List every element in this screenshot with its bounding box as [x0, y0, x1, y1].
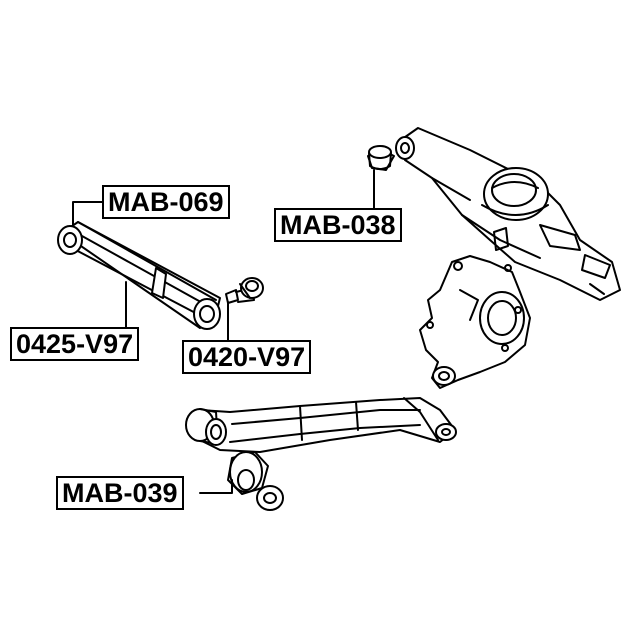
part-label-mab-039: MAB-039 [56, 476, 184, 510]
part-label-mab-069: MAB-069 [102, 185, 230, 219]
leader-mab-069 [72, 201, 103, 227]
lateral-rod [57, 221, 221, 330]
part-label-0420-v97: 0420-V97 [182, 340, 312, 374]
part-label-mab-038: MAB-038 [274, 208, 402, 242]
trailing-arm [395, 127, 621, 301]
part-label-0425-v97: 0425-V97 [10, 327, 140, 361]
bushing-insert [225, 277, 264, 304]
bushing-mab-038 [367, 145, 395, 171]
leader-lines [72, 169, 375, 494]
bushing-mab-039 [227, 451, 284, 511]
lower-control-arm [185, 397, 457, 453]
knuckle [419, 255, 531, 389]
leader-mab-039 [199, 479, 233, 494]
